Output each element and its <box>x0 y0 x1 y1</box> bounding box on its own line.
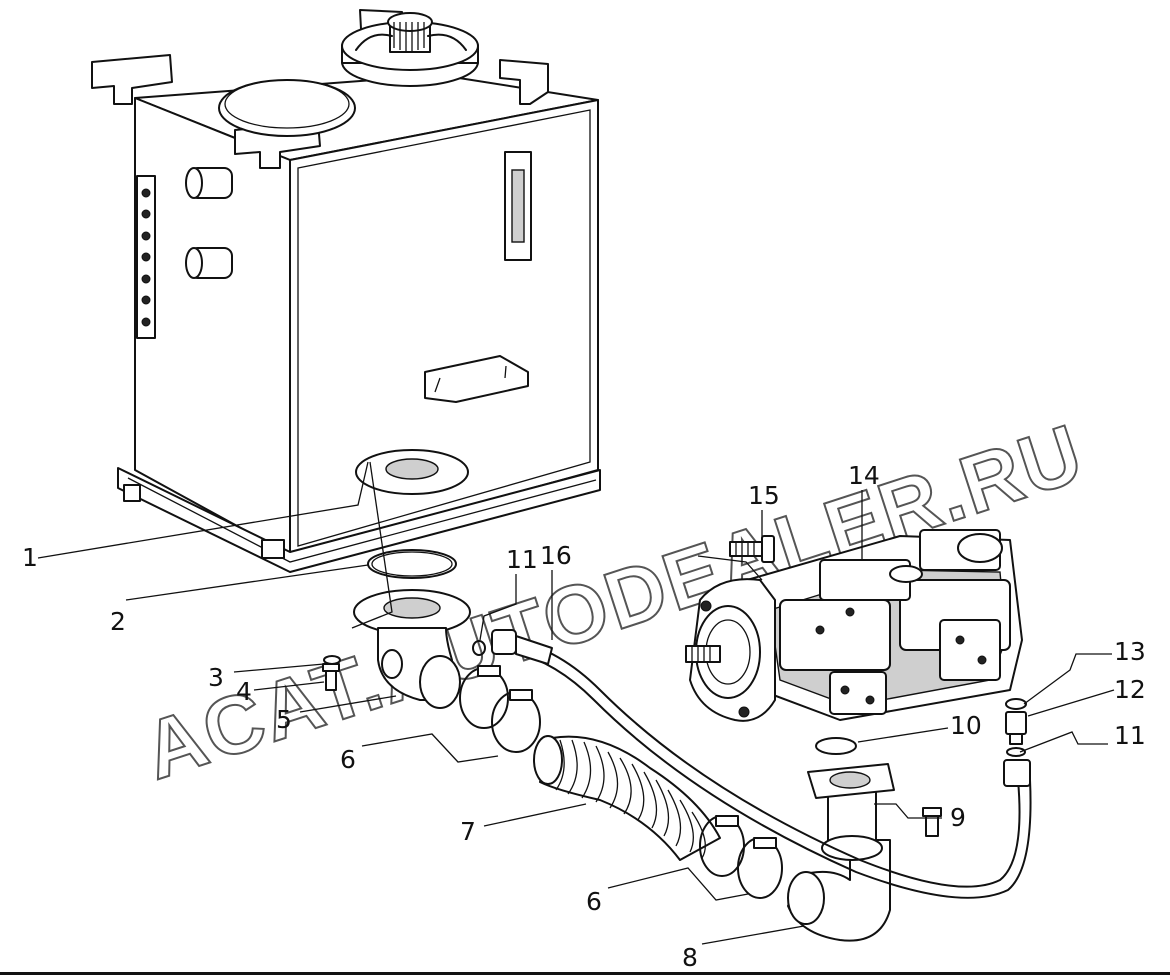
callout-14: 14 <box>848 461 880 490</box>
callout-1: 1 <box>22 543 38 572</box>
callout-16: 16 <box>540 541 572 570</box>
pump-mounting-bolt <box>729 535 775 563</box>
o-ring-gasket <box>367 549 457 579</box>
o-ring-small <box>472 640 486 656</box>
suction-flange-elbow <box>353 589 471 709</box>
callout-8: 8 <box>682 943 698 972</box>
frame-border <box>0 972 1170 975</box>
callout-labels: 1 2 3 4 5 6 6 7 8 9 10 11 11 12 13 14 15… <box>22 461 1146 972</box>
callout-6-upper: 6 <box>340 745 356 774</box>
pump-o-ring <box>815 737 857 755</box>
callout-13: 13 <box>1114 637 1146 666</box>
callout-11-right: 11 <box>1114 721 1146 750</box>
callout-5: 5 <box>276 705 292 734</box>
bolt-and-washer <box>322 655 341 691</box>
hydraulic-tank <box>91 9 601 573</box>
callout-15: 15 <box>748 481 780 510</box>
hose-clamps-upper <box>459 665 541 753</box>
callout-10: 10 <box>950 711 982 740</box>
hydraulic-pump <box>685 529 1023 722</box>
flange-bolt <box>922 807 942 837</box>
pump-drain-fitting <box>1005 698 1027 757</box>
callout-12: 12 <box>1114 675 1146 704</box>
leader-lines <box>37 461 1115 945</box>
pump-inlet-elbow <box>787 763 895 942</box>
callout-7: 7 <box>460 817 476 846</box>
callout-6-lower: 6 <box>586 887 602 916</box>
callout-2: 2 <box>110 607 126 636</box>
callout-9: 9 <box>950 803 966 832</box>
callout-4: 4 <box>236 677 252 706</box>
callout-3: 3 <box>208 663 224 692</box>
callout-11-upper: 11 <box>506 545 538 574</box>
corrugated-suction-hose <box>533 735 721 861</box>
drain-hose <box>491 629 1032 899</box>
hose-clamps-lower <box>699 815 783 899</box>
